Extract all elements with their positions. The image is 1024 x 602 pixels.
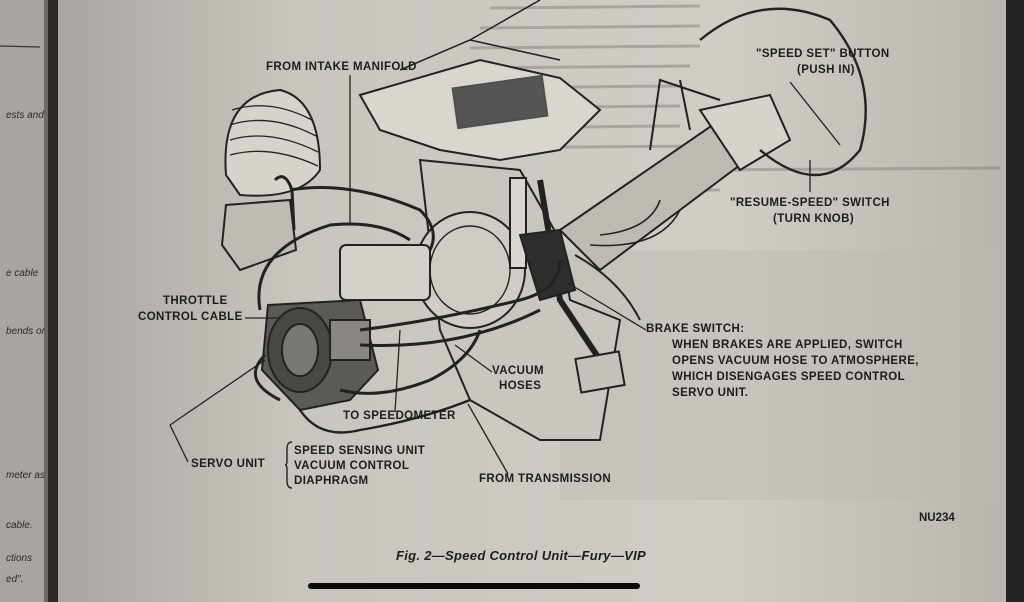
- vacuum-hose-1: [359, 259, 562, 332]
- label-control-cable: CONTROL CABLE: [138, 311, 243, 323]
- intake-vacuum-hose: [289, 186, 435, 251]
- label-brake-switch-line-1: WHEN BRAKES ARE APPLIED, SWITCH: [672, 339, 903, 351]
- left-fragment: e cable: [6, 268, 39, 279]
- right-dark-edge: [1006, 0, 1024, 602]
- left-fragment: ctions: [6, 553, 33, 564]
- left-page-rule: [0, 45, 41, 48]
- label-resume-speed-switch: "RESUME-SPEED" SWITCH: [730, 197, 890, 209]
- speedometer-cable: [339, 329, 482, 395]
- servo-brace: [285, 441, 293, 489]
- label-speed-set-push-in: (PUSH IN): [797, 64, 855, 76]
- master-cylinder: [339, 244, 431, 301]
- label-to-speedometer: TO SPEEDOMETER: [343, 410, 456, 422]
- speed-control-lever: [679, 79, 691, 131]
- label-vacuum-control: VACUUM CONTROL: [294, 460, 410, 472]
- home-indicator-bar[interactable]: [308, 583, 640, 589]
- brake-pedal-arm: [537, 179, 603, 362]
- brake-pedal-pad: [574, 350, 626, 394]
- figure-caption: Fig. 2—Speed Control Unit—Fury—VIP: [396, 548, 646, 563]
- column-wiring: [574, 254, 641, 321]
- page-shadow-box: [560, 250, 1000, 500]
- column-switch-wires: [589, 199, 681, 247]
- steering-wheel-rim: [699, 7, 867, 177]
- label-diaphragm: DIAPHRAGM: [294, 475, 369, 487]
- label-from-intake-manifold: FROM INTAKE MANIFOLD: [266, 61, 417, 73]
- left-fragment: ed".: [6, 574, 24, 585]
- cowl-screen: [451, 74, 549, 130]
- label-hoses: HOSES: [499, 380, 542, 392]
- label-speed-set-button: "SPEED SET" BUTTON: [756, 48, 890, 60]
- pedal-bracket: [509, 177, 527, 269]
- label-brake-switch-line-2: OPENS VACUUM HOSE TO ATMOSPHERE,: [672, 355, 919, 367]
- label-brake-switch-line-3: WHICH DISENGAGES SPEED CONTROL: [672, 371, 906, 383]
- air-cleaner: [224, 88, 322, 197]
- label-brake-switch-line-4: SERVO UNIT.: [672, 387, 749, 399]
- label-resume-turn-knob: (TURN KNOB): [773, 213, 855, 225]
- speed-sensing-unit: [329, 319, 371, 361]
- brake-switch: [518, 228, 577, 302]
- left-fragment: cable.: [6, 520, 33, 531]
- throttle-control-cable: [257, 222, 411, 311]
- figure-code: NU234: [919, 512, 955, 524]
- turn-signal-lever: [649, 78, 721, 151]
- transmission-cable: [299, 398, 471, 434]
- steering-wheel-hub: [698, 93, 792, 172]
- speed-control-illustration: [220, 0, 867, 441]
- label-servo-unit: SERVO UNIT: [191, 458, 266, 470]
- label-vacuum: VACUUM: [492, 365, 545, 377]
- vacuum-hose-2: [359, 308, 541, 348]
- label-from-transmission: FROM TRANSMISSION: [479, 473, 612, 485]
- label-speed-sensing-unit: SPEED SENSING UNIT: [294, 445, 426, 457]
- air-cleaner-ribs: [229, 105, 319, 167]
- left-page-edge: [0, 0, 48, 602]
- left-fragment: meter as: [6, 470, 45, 481]
- left-fragment: bends or: [6, 326, 45, 337]
- leader-lines: [169, 75, 841, 475]
- servo-wire-loop: [254, 353, 281, 402]
- left-fragment: ests and: [6, 110, 44, 121]
- label-brake-switch-title: BRAKE SWITCH:: [646, 323, 745, 335]
- label-throttle: THROTTLE: [163, 295, 228, 307]
